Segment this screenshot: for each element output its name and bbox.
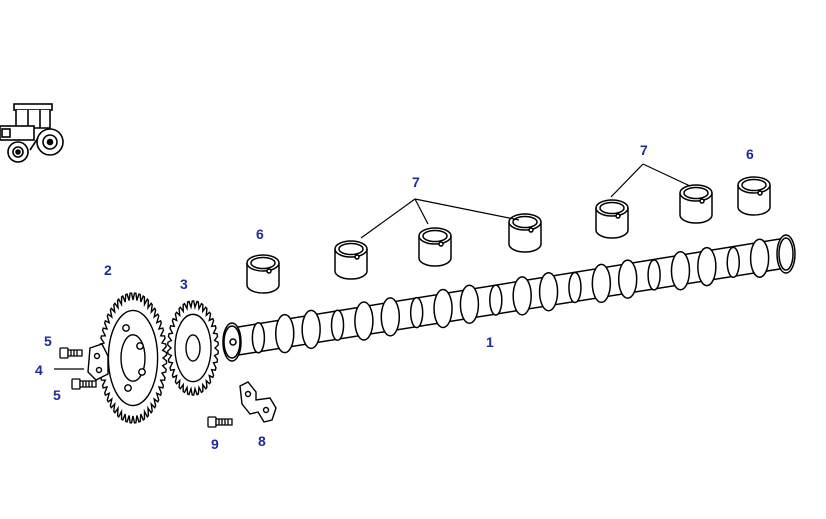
idler-gear (167, 300, 219, 396)
cam-lobe (647, 259, 661, 291)
cam-lobe (670, 251, 691, 291)
cam-lobe (330, 309, 345, 341)
cam-lobe (380, 297, 401, 337)
bush (679, 184, 713, 224)
cam-lobe (459, 284, 480, 325)
callout-1: 1 (486, 334, 494, 350)
bush (737, 176, 771, 216)
cam-lobe (749, 238, 770, 278)
callout-7-left: 7 (412, 174, 420, 190)
cam-lobe (697, 246, 717, 287)
gear-hole (124, 384, 132, 392)
gear-hub (185, 334, 201, 362)
bolt-lower (71, 378, 97, 390)
callout-7-right: 7 (640, 142, 648, 158)
cam-lobe (726, 246, 740, 279)
gear-hole (136, 342, 144, 350)
cam-lobe (489, 284, 503, 316)
gear-hole (122, 324, 130, 332)
bush (418, 227, 452, 267)
callout-8: 8 (258, 433, 266, 449)
camshaft-bushes (246, 176, 771, 294)
callout-4: 4 (35, 362, 43, 378)
cam-lobe (568, 271, 582, 304)
gear-hole (138, 368, 146, 376)
callout-3: 3 (180, 276, 188, 292)
callout-9: 9 (211, 436, 219, 452)
callout-5-upper: 5 (44, 333, 52, 349)
thrust-plate (87, 343, 109, 381)
cam-lobe (512, 276, 532, 316)
camshaft-gear (98, 292, 168, 424)
callout-6-left: 6 (256, 226, 264, 242)
cam-lobe (301, 309, 321, 350)
cam-lobe (251, 322, 266, 354)
callout-6-right: 6 (746, 146, 754, 162)
camshaft-end-hole (229, 338, 237, 346)
camshaft-end (778, 237, 794, 271)
cam-lobe (538, 271, 559, 312)
cam-lobe (275, 313, 295, 354)
callout-5-lower: 5 (53, 387, 61, 403)
bolt-nine (207, 416, 233, 428)
bolt-upper (59, 347, 83, 359)
camshaft (222, 234, 796, 362)
bush (595, 199, 629, 239)
cam-lobe (354, 301, 374, 341)
cam-lobe (617, 259, 638, 299)
cam-lobe (409, 296, 424, 329)
bush (246, 254, 280, 294)
cam-lobe (433, 288, 453, 329)
cam-lobe (591, 263, 612, 304)
leader-lines (54, 163, 691, 370)
tractor-icon (0, 103, 64, 163)
bush (508, 213, 542, 253)
bush (334, 240, 368, 280)
callout-2: 2 (104, 262, 112, 278)
bracket (239, 381, 277, 423)
